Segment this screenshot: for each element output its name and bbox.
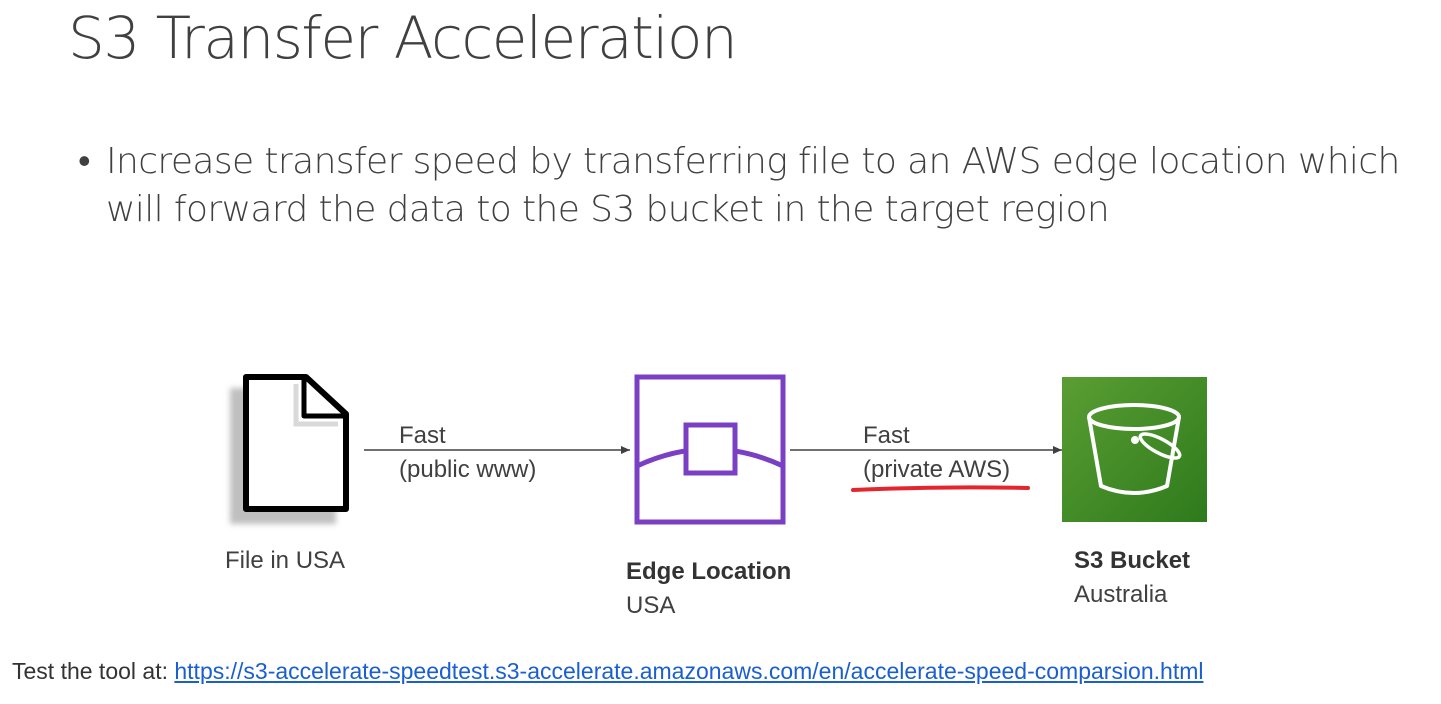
edge-location-icon xyxy=(634,374,786,525)
s3-bucket-title: S3 Bucket xyxy=(1074,547,1191,574)
s3-bucket-region: Australia xyxy=(1074,581,1168,608)
speedtest-link[interactable]: https://s3-accelerate-speedtest.s3-accel… xyxy=(174,658,1204,684)
link-public-speed: Fast xyxy=(399,422,446,449)
highlight-underline xyxy=(851,485,1030,492)
link-public-network: (public www) xyxy=(399,456,537,483)
file-label: File in USA xyxy=(225,547,346,574)
document-icon xyxy=(230,374,349,524)
slide-title: S3 Transfer Acceleration xyxy=(68,4,738,72)
bullet-text: Increase transfer speed by transferring … xyxy=(106,141,1400,230)
footer: Test the tool at: https://s3-accelerate-… xyxy=(12,658,1203,685)
bullet-dot: • xyxy=(78,141,91,182)
edge-location-title: Edge Location xyxy=(626,558,792,585)
link-private-speed: Fast xyxy=(863,422,910,449)
footer-prefix: Test the tool at: xyxy=(12,658,175,684)
edge-location-region: USA xyxy=(626,592,676,619)
link-private-network: (private AWS) xyxy=(863,456,1011,483)
bullet-point: • Increase transfer speed by transferrin… xyxy=(78,138,1408,234)
s3-bucket-icon xyxy=(1062,377,1207,522)
